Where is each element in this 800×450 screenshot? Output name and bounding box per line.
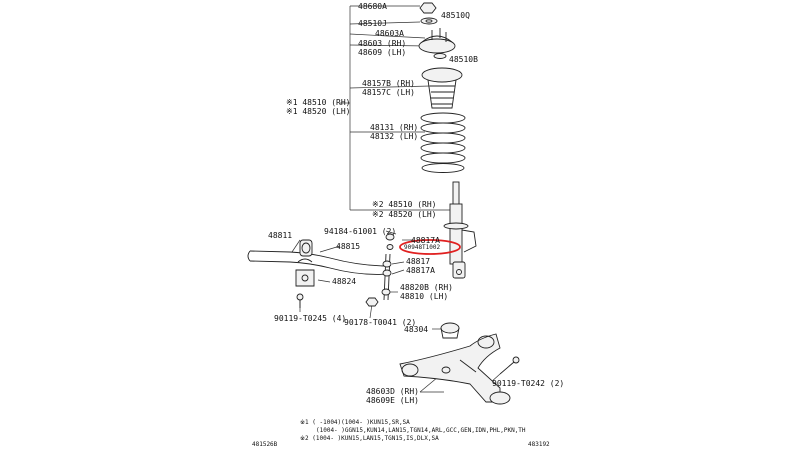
bushing-bracket-icon	[295, 258, 315, 287]
stabilizer-bushing-icon	[299, 239, 313, 257]
label-48520LH-note1: ※1 48520 (LH)	[286, 107, 351, 116]
label-48609E: 48609E (LH)	[366, 396, 419, 405]
lower-arm-icon	[399, 333, 511, 405]
label-48603A: 48603A	[375, 29, 404, 38]
label-48820B: 48820B (RH)	[400, 283, 453, 292]
label-48510B: 48510B	[449, 55, 478, 64]
arm-bushing-icon	[441, 366, 451, 374]
label-48510RH-note1: ※1 48510 (RH)	[286, 98, 351, 107]
label-94184: 94184-61001 (2)	[324, 227, 396, 236]
highlight-ring	[399, 239, 461, 255]
stabilizer-link-icon	[381, 233, 395, 301]
label-48609LH: 48609 (LH)	[358, 48, 406, 57]
spacer-washer-icon	[420, 17, 438, 25]
label-48510J: 48510J	[358, 19, 387, 28]
label-48157B: 48157B (RH)	[362, 79, 415, 88]
footnote-2: (1004- )GGN15,KUN14,LAN15,TGN14,ARL,GCC,…	[316, 427, 526, 434]
label-48817A-top: 48817A	[411, 236, 440, 245]
figure-code-left: 481526B	[252, 441, 278, 448]
label-48810: 48810 (LH)	[400, 292, 448, 301]
footnote-1: ※1 ( -1004)(1004- )KUN15,SR,SA	[300, 419, 410, 426]
bound-stopper-icon	[440, 322, 460, 339]
label-48157C: 48157C (LH)	[362, 88, 415, 97]
label-48304: 48304	[404, 325, 428, 334]
label-48817: 48817	[406, 257, 430, 266]
label-48680A: 48680A	[358, 2, 387, 11]
bracket-bolt-icon	[296, 293, 304, 308]
footnote-3: ※2 (1004- )KUN15,LAN15,TGN15,IS,DLX,SA	[300, 435, 439, 442]
label-48131: 48131 (RH)	[370, 123, 418, 132]
dust-boot-icon	[421, 67, 463, 109]
figure-code-right: 483192	[528, 441, 550, 448]
label-90178-T0041: 90178-T0041 (2)	[344, 318, 416, 327]
upper-mount-icon	[418, 28, 456, 59]
label-48520LH-note2: ※2 48520 (LH)	[372, 210, 437, 219]
label-48510Q: 48510Q	[441, 11, 470, 20]
arm-bolt-icon	[499, 356, 520, 375]
label-48815: 48815	[336, 242, 360, 251]
label-90119-T0245: 90119-T0245 (4)	[274, 314, 346, 323]
label-48603D: 48603D (RH)	[366, 387, 419, 396]
label-48510RH-note2: ※2 48510 (RH)	[372, 200, 437, 209]
label-48817A-bottom: 48817A	[406, 266, 435, 275]
stabilizer-bar-icon	[247, 250, 389, 275]
coil-spring-icon	[420, 112, 466, 173]
label-48603RH: 48603 (RH)	[358, 39, 406, 48]
label-48824: 48824	[332, 277, 356, 286]
label-90119-T0242: 90119-T0242 (2)	[492, 379, 564, 388]
link-nut-icon	[365, 297, 379, 307]
label-circled-part: 90948T1002	[404, 244, 441, 251]
label-48132: 48132 (LH)	[370, 132, 418, 141]
shock-absorber-icon	[443, 181, 477, 279]
label-48811: 48811	[268, 231, 292, 240]
upper-nut-icon	[419, 2, 437, 14]
